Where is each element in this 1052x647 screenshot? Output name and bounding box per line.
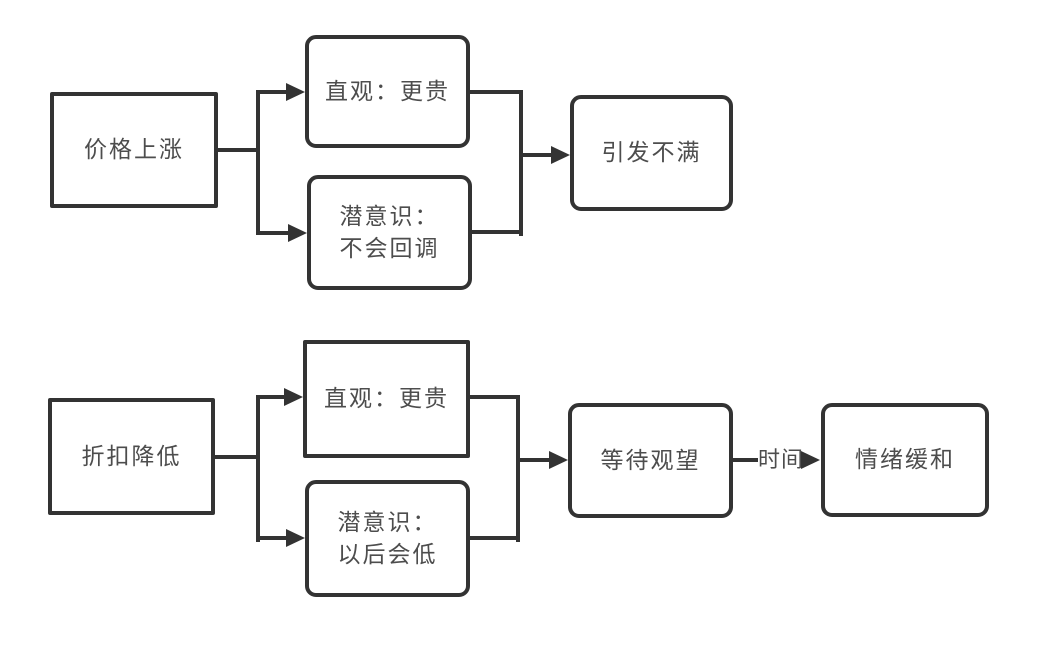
node-intuition-more-expensive-top: 直观：更贵 <box>305 35 470 148</box>
edge-label-time: 时间 <box>758 447 805 472</box>
arrowhead-bottom-to-subconscious <box>286 529 305 547</box>
node-subconscious-no-pullback: 潜意识： 不会回调 <box>307 175 472 290</box>
node-wait-and-see: 等待观望 <box>568 403 733 518</box>
edge-top-to-outcome <box>519 153 552 157</box>
node-intuition-bottom-label: 直观：更贵 <box>324 385 449 412</box>
edge-top-split-vertical <box>256 90 260 235</box>
node-intuition-top-label: 直观：更贵 <box>325 77 450 104</box>
node-subconscious-lower-later: 潜意识： 以后会低 <box>305 480 470 597</box>
edge-top-source-out <box>214 148 260 152</box>
edge-bottom-subconscious-out <box>468 536 520 540</box>
edge-wait-to-time <box>731 458 758 462</box>
node-price-increase: 价格上涨 <box>50 92 218 208</box>
edge-bottom-merge-vertical <box>516 395 520 542</box>
edge-top-intuition-out <box>468 90 523 94</box>
edge-bottom-source-out <box>213 455 260 459</box>
edge-top-subconscious-out <box>470 230 521 234</box>
node-discount-decrease: 折扣降低 <box>48 398 215 515</box>
arrowhead-time-to-final <box>801 451 820 469</box>
edge-bottom-intuition-out <box>468 395 520 399</box>
arrowhead-top-to-outcome <box>551 146 570 164</box>
node-price-increase-label: 价格上涨 <box>84 136 184 163</box>
edge-bottom-to-intuition <box>258 395 286 399</box>
node-causes-dissatisfaction-label: 引发不满 <box>601 139 702 166</box>
node-discount-decrease-label: 折扣降低 <box>81 442 182 469</box>
edge-bottom-split-vertical <box>256 395 260 542</box>
arrowhead-bottom-to-intuition <box>284 388 303 406</box>
edge-bottom-to-subconscious <box>258 536 288 540</box>
edge-bottom-to-outcome <box>516 458 551 462</box>
node-subconscious-top-label: 潜意识： 不会回调 <box>339 203 440 261</box>
node-intuition-more-expensive-bottom: 直观：更贵 <box>303 340 470 458</box>
arrowhead-bottom-to-outcome <box>549 451 568 469</box>
node-emotions-ease: 情绪缓和 <box>821 403 989 517</box>
node-causes-dissatisfaction: 引发不满 <box>570 95 733 211</box>
edge-top-merge-vertical <box>519 90 523 236</box>
arrowhead-top-to-subconscious <box>288 224 307 242</box>
arrowhead-top-to-intuition <box>286 83 305 101</box>
node-emotions-ease-label: 情绪缓和 <box>855 446 955 473</box>
node-subconscious-bottom-label: 潜意识： 以后会低 <box>337 509 438 567</box>
node-wait-and-see-label: 等待观望 <box>600 446 701 473</box>
edge-top-to-subconscious <box>258 231 289 235</box>
edge-top-to-intuition <box>258 90 288 94</box>
